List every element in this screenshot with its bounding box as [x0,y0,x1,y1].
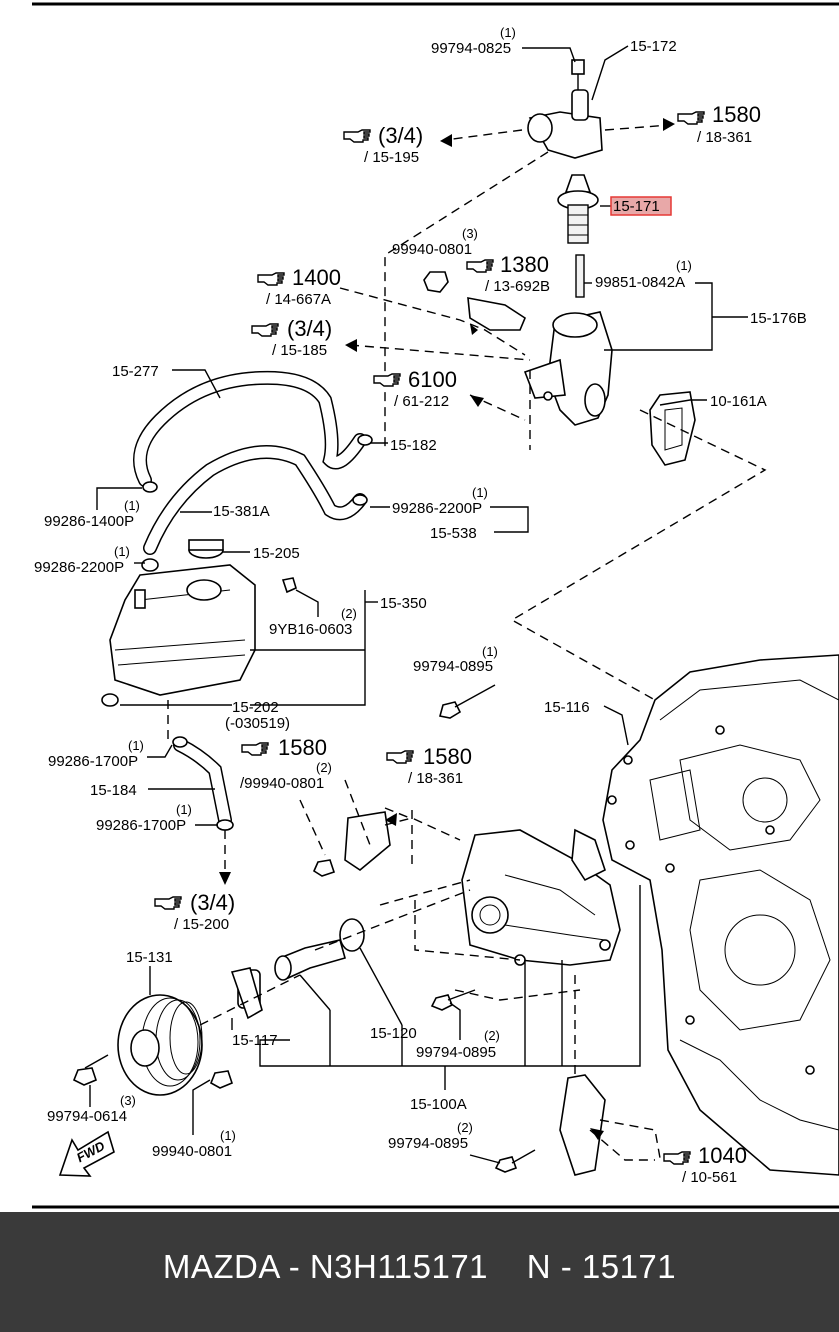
bracket-plate [230,811,606,1176]
label-part-number: 15-120 [370,1025,417,1042]
label-qty: (1) [482,644,498,659]
label-part-number: 99286-1700P [48,753,138,770]
label-ref: 1400 [292,265,341,290]
pulley [117,994,203,1096]
label-qty: (1) [124,498,140,513]
label-ref-sub: / 15-195 [364,149,419,166]
labels: (1) 99794-0825 15-172 1580 / 18-361 (3/4… [34,25,807,1186]
label-qty: (3) [120,1093,136,1108]
reservoir-tank [101,539,297,707]
label-ref-sub: / 15-200 [174,916,229,933]
label-part-number: 15-538 [430,525,477,542]
thermostat-cover [527,59,603,159]
label-part-number: 15-100A [410,1096,467,1113]
hose-15-381A [143,445,367,555]
label-ref-sub: /99940-0801 [240,775,324,792]
label-part-number: 15-277 [112,363,159,380]
label-ref-sub: / 61-212 [394,393,449,410]
label-part-number: 99851-0842A [595,274,685,291]
label-highlighted-part: 15-171 [613,198,660,215]
small-bolts [72,684,536,1173]
label-part-number: 15-381A [213,503,270,520]
label-ref: (3/4) [190,890,235,915]
label-part-number: 99794-0825 [431,40,511,57]
bracket-bolt [423,271,526,331]
footer-bar: MAZDA - N3H115171 N - 15171 [0,1212,839,1332]
label-part-number: 15-176B [750,310,807,327]
label-part-number: 99286-2200P [392,500,482,517]
label-ref: 1580 [423,744,472,769]
parts-diagram: FWD (1) 99794-0825 15-172 1580 / 18-361 … [32,2,839,1209]
label-part-number: 99286-1400P [44,513,134,530]
label-part-number: 10-161A [710,393,767,410]
label-part-date: (-030519) [225,715,290,732]
label-qty: (2) [341,606,357,621]
label-ref: 1040 [698,1143,747,1168]
label-part-number: 99794-0895 [413,658,493,675]
hose-clamps [141,434,373,831]
label-part-number: 15-202 [232,699,279,716]
thermostat [557,174,599,244]
label-ref-sub: / 18-361 [408,770,463,787]
label-ref-sub: / 10-561 [682,1169,737,1186]
label-qty: (1) [472,485,488,500]
label-part-number: 99940-0801 [152,1143,232,1160]
fwd-arrow-icon: FWD [58,1130,115,1177]
label-part-number: 15-350 [380,595,427,612]
label-qty: (1) [128,738,144,753]
label-qty: (1) [500,25,516,40]
highlight-box [610,196,672,216]
label-part-number: 15-116 [544,699,590,716]
label-qty: (2) [457,1120,473,1135]
label-part-number: 99794-0614 [47,1108,127,1125]
engine-block [602,654,839,1176]
label-ref: 6100 [408,367,457,392]
label-ref: 1580 [278,735,327,760]
label-part-number: 99940-0801 [392,241,472,258]
label-part-number: 15-172 [630,38,677,55]
label-part-number: 99286-1700P [96,817,186,834]
arrowheads [219,118,675,1140]
label-part-number: 15-117 [232,1032,278,1049]
label-qty: (1) [220,1128,236,1143]
label-part-number: 15-184 [90,782,137,799]
label-ref-sub: / 13-692B [485,278,550,295]
water-pump-bracket [461,828,621,966]
label-qty: (1) [114,544,130,559]
label-ref: 1380 [500,252,549,277]
label-part-number: 9YB16-0603 [269,621,352,638]
label-ref-sub: / 14-667A [266,291,331,308]
label-part-number: 99286-2200P [34,559,124,576]
label-qty: (1) [176,802,192,817]
part-number-caption: MAZDA - N3H115171 N - 15171 [162,1248,677,1285]
label-ref: (3/4) [287,316,332,341]
label-qty: (3) [462,226,478,241]
label-part-number: 15-205 [253,545,300,562]
stud-bolt [575,254,585,298]
leader-lines [89,45,748,1164]
label-part-number: 15-182 [390,437,437,454]
label-ref: (3/4) [378,123,423,148]
label-ref-sub: / 18-361 [697,129,752,146]
hose-15-184 [173,738,232,827]
gasket [649,391,696,466]
label-part-number: 99794-0895 [416,1044,496,1061]
label-ref: 1580 [712,102,761,127]
dashed-lines [167,124,767,1161]
label-qty: (2) [316,760,332,775]
water-outlet [523,311,613,426]
label-part-number: 99794-0895 [388,1135,468,1152]
label-qty: (1) [676,258,692,273]
label-qty: (2) [484,1028,500,1043]
label-ref-sub: / 15-185 [272,342,327,359]
label-part-number: 15-131 [126,949,173,966]
hose-15-277 [133,370,367,487]
